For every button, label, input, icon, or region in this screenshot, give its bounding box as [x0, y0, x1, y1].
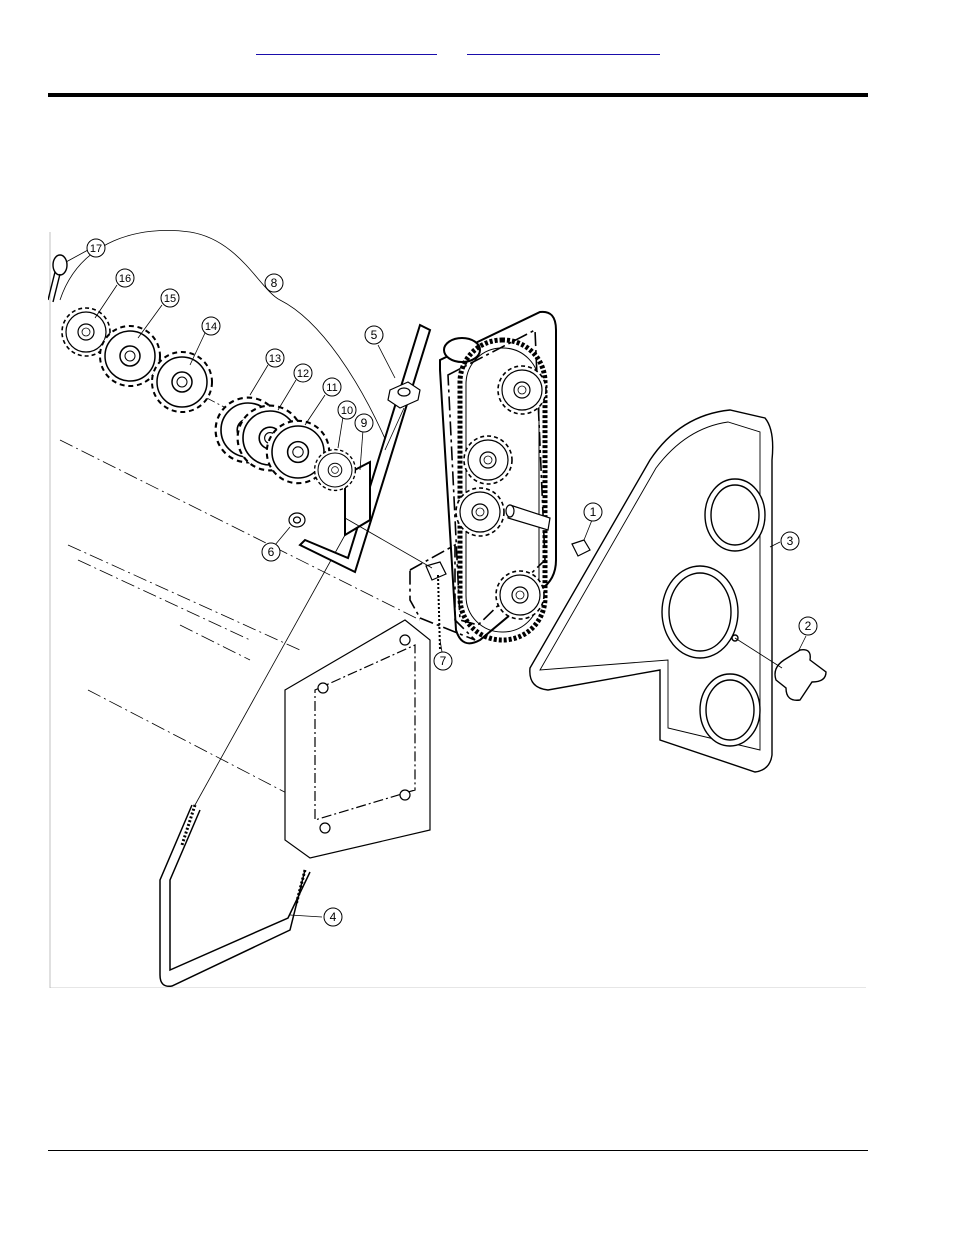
callout-8: 8 [265, 274, 283, 292]
callout-text: 1 [590, 505, 597, 519]
header-rule [48, 93, 868, 97]
callout-text: 17 [90, 243, 102, 255]
header-link-1[interactable] [256, 38, 437, 55]
callout-text: 3 [787, 534, 794, 548]
mounting-plate [285, 620, 430, 858]
callout-text: 16 [119, 273, 131, 285]
callout-5: 5 [365, 326, 383, 344]
callout-15: 15 [161, 289, 179, 307]
callout-text: 4 [330, 910, 337, 924]
callout-2: 2 [799, 617, 817, 635]
callout-text: 5 [371, 328, 378, 342]
callout-text: 6 [268, 545, 275, 559]
callout-12: 12 [294, 364, 312, 382]
footer-rule [48, 1150, 868, 1151]
callout-3: 3 [781, 532, 799, 550]
callout-16: 16 [116, 269, 134, 287]
callout-4: 4 [324, 908, 342, 926]
callout-11: 11 [323, 378, 341, 396]
callout-10: 10 [338, 401, 356, 419]
callout-text: 10 [341, 405, 353, 417]
callout-9: 9 [355, 414, 373, 432]
callout-7: 7 [434, 652, 452, 670]
callout-text: 9 [361, 416, 368, 430]
callout-text: 8 [271, 276, 278, 290]
callout-text: 14 [205, 321, 217, 333]
callout-text: 13 [269, 353, 281, 365]
callout-1: 1 [584, 503, 602, 521]
callout-13: 13 [266, 349, 284, 367]
callout-text: 12 [297, 368, 309, 380]
parts-diagram: 1 2 3 4 5 6 7 8 9 10 11 12 13 14 15 16 1… [48, 228, 868, 988]
callout-14: 14 [202, 317, 220, 335]
callout-17: 17 [87, 239, 105, 257]
chain-cover [530, 410, 773, 772]
callout-text: 15 [164, 293, 176, 305]
callout-text: 7 [440, 654, 447, 668]
callout-text: 11 [326, 382, 337, 394]
callout-text: 2 [805, 619, 812, 633]
callout-6: 6 [262, 543, 280, 561]
header-link-2[interactable] [467, 38, 660, 55]
